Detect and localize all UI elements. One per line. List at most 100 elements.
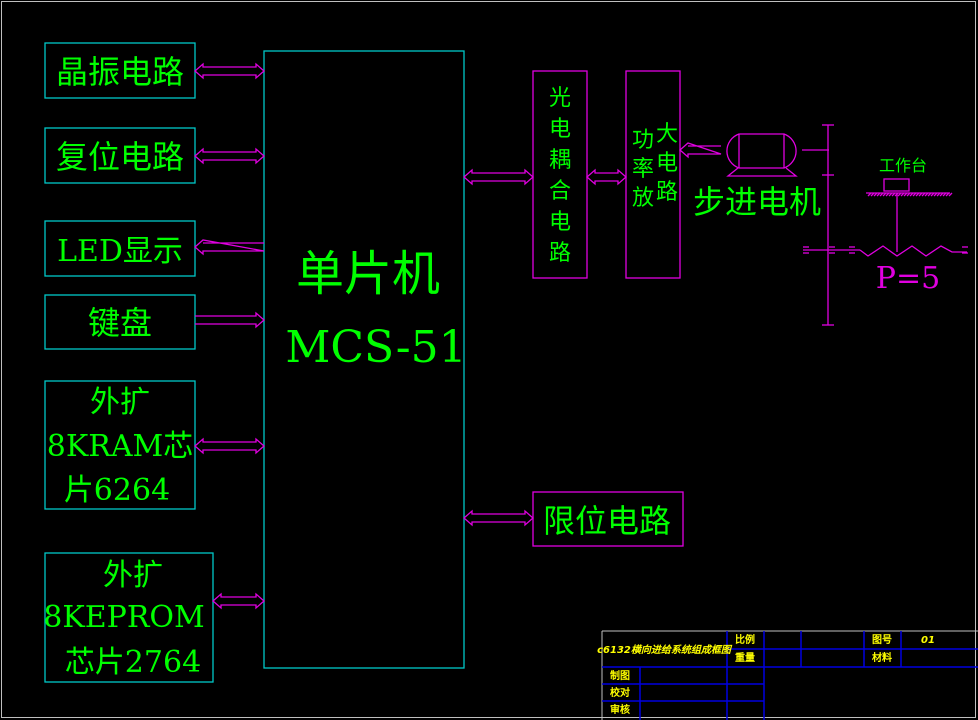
- hatch-line: [918, 192, 923, 197]
- amplifier-char: 路: [656, 180, 678, 205]
- mcu-block-border: [263, 50, 465, 669]
- title-block-drawn-label: 制图: [610, 669, 630, 682]
- eprom-2764-border: [44, 552, 214, 683]
- hatch-line: [888, 192, 893, 197]
- eprom-2764-block[interactable]: 外扩 8KEPROM 芯片2764: [43, 552, 214, 683]
- ram-label-line2: 8KRAM芯: [47, 429, 193, 464]
- title-block-scale-label: 比例: [735, 633, 755, 646]
- optocoupler-char: 耦: [549, 148, 571, 173]
- arrow-reset: [194, 147, 265, 165]
- arrow-ram: [194, 437, 265, 455]
- hatch-line: [942, 192, 947, 197]
- arrow-eprom: [212, 592, 265, 610]
- eprom-label-line1: 外扩: [103, 558, 163, 593]
- title-block-material-label: 材料: [872, 651, 892, 664]
- hatch-line: [924, 192, 929, 197]
- hatch-line: [876, 192, 881, 197]
- arrow-crystal-shape: [194, 62, 265, 80]
- led-display-block[interactable]: LED显示: [44, 220, 196, 277]
- worktable-label: 工作台: [879, 156, 927, 175]
- motor-body: [726, 133, 797, 169]
- hatch-line: [945, 192, 950, 197]
- keyboard-border: [44, 294, 196, 350]
- amplifier-char: 电: [656, 151, 678, 176]
- arrow-mcu-limit: [463, 509, 534, 527]
- hatch-line: [900, 192, 905, 197]
- crystal-circuit-block[interactable]: 晶振电路: [44, 42, 196, 99]
- motor-base: [726, 167, 798, 177]
- stepper-motor[interactable]: 步进电机: [693, 133, 829, 221]
- title-block-drawing-no-label: 图号: [872, 634, 892, 646]
- arrow-led-shape: [194, 239, 265, 256]
- keyboard-block[interactable]: 键盘: [44, 294, 196, 350]
- limit-circuit-block[interactable]: 限位电路: [532, 491, 684, 547]
- arrow-mcu-optocoupler: [463, 168, 534, 186]
- optocoupler-char: 合: [549, 179, 571, 204]
- hatch-line: [873, 192, 878, 197]
- hatch-line: [915, 192, 920, 197]
- amplifier-char: 功: [632, 128, 654, 153]
- hatch-line: [933, 192, 938, 197]
- crystal-circuit-label: 晶振电路: [56, 53, 184, 91]
- title-block-approved-label: 审核: [610, 703, 630, 716]
- hatch-line: [882, 192, 887, 197]
- stepper-motor-label: 步进电机: [693, 183, 821, 221]
- hatch-line: [936, 192, 941, 197]
- worktable-block: [883, 178, 910, 192]
- hatch-line: [930, 192, 935, 197]
- reset-circuit-block[interactable]: 复位电路: [44, 127, 196, 184]
- mcu-label-cn: 单片机: [296, 246, 440, 302]
- hatch-line: [909, 192, 914, 197]
- led-display-label: LED显示: [57, 234, 183, 269]
- lead-screw: P=5: [803, 245, 968, 296]
- power-amplifier-block[interactable]: 功率放 大电路: [625, 70, 681, 279]
- ram-6264-block[interactable]: 外扩 8KRAM芯 片6264: [44, 380, 196, 510]
- mcu-block[interactable]: 单片机 MCS-51: [263, 50, 467, 669]
- amplifier-char: 放: [632, 186, 654, 211]
- title-block-drawing-no-value: 01: [921, 635, 935, 646]
- gear-shaft: [822, 124, 834, 326]
- arrow-mcu-optocoupler-shape: [463, 168, 534, 186]
- arrow-optocoupler-amplifier: [586, 168, 627, 186]
- arrow-motor-amplifier: [679, 142, 722, 159]
- lead-screw-pitch-label: P=5: [876, 261, 940, 296]
- arrow-mcu-limit-shape: [463, 509, 534, 527]
- optocoupler-char: 电: [549, 210, 571, 235]
- title-block-weight-label: 重量: [735, 651, 755, 664]
- eprom-label-line2: 8KEPROM: [43, 600, 204, 635]
- arrow-motor-amplifier-shape: [679, 142, 722, 159]
- hatch-line: [891, 192, 896, 197]
- arrow-ram-shape: [194, 437, 265, 455]
- hatch-line: [870, 192, 875, 197]
- title-block-drawing-title: c6132横向进给系统组成框图: [597, 644, 733, 656]
- hatch-line: [903, 192, 908, 197]
- hatch-line: [939, 192, 944, 197]
- limit-circuit-label: 限位电路: [543, 502, 671, 540]
- worktable-hatching: [867, 192, 953, 197]
- optocoupler-border: [532, 70, 588, 279]
- arrow-eprom-shape: [212, 592, 265, 610]
- arrow-keyboard: [195, 311, 265, 329]
- power-amplifier-border: [625, 70, 681, 279]
- keyboard-label: 键盘: [88, 304, 152, 342]
- optocoupler-char: 路: [549, 241, 571, 266]
- arrow-keyboard-shape: [195, 311, 265, 329]
- hatch-line: [921, 192, 926, 197]
- arrow-reset-shape: [194, 147, 265, 165]
- optocoupler-char: 光: [549, 86, 571, 111]
- hatch-line: [927, 192, 932, 197]
- led-display-border: [44, 220, 196, 277]
- amplifier-char: 率: [632, 157, 654, 182]
- hatch-line: [885, 192, 890, 197]
- ram-6264-border: [44, 380, 196, 510]
- title-block: c6132横向进给系统组成框图 比例 重量 图号 01 材料 制图 校对 审核: [597, 630, 978, 720]
- hatch-line: [867, 192, 872, 197]
- amplifier-char: 大: [656, 122, 678, 147]
- hatch-line: [948, 192, 953, 197]
- hatch-line: [879, 192, 884, 197]
- hatch-line: [912, 192, 917, 197]
- worktable[interactable]: 工作台: [866, 156, 953, 252]
